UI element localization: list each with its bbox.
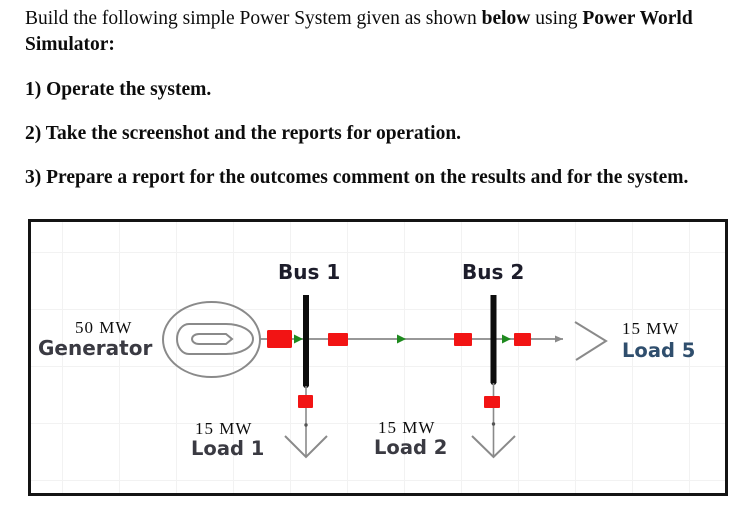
flow-arrow-load5: [502, 334, 511, 344]
oneline-schematic: [162, 295, 608, 459]
diagram-border: [28, 219, 728, 496]
breaker-load2: [484, 396, 500, 408]
instruction-item-1: 1) Operate the system.: [25, 79, 212, 100]
breaker-load5: [514, 333, 531, 346]
intro-paragraph: Build the following simple Power System …: [25, 6, 693, 58]
bus1-bottom-node: [303, 382, 309, 388]
load5-arrow: [574, 321, 608, 361]
flow-arrow-line: [397, 334, 406, 344]
intro-bold-simulator: Simulator:: [25, 34, 115, 55]
load1-flow-dot: [304, 423, 308, 427]
intro-seg3: using: [530, 8, 583, 29]
breaker-line-bus1: [328, 333, 348, 346]
load5-name-label: Load 5: [622, 339, 696, 362]
load1-rating-label: 15 MW: [195, 419, 253, 438]
load2-rating-label: 15 MW: [378, 418, 436, 437]
bus2-bottom-node: [490, 379, 497, 385]
load2-flow-dot: [491, 422, 496, 426]
generator-rating-label: 50 MW: [75, 318, 133, 337]
power-system-diagram: Bus 1 Bus 2 50 MW Generator 15 MW Load 1…: [28, 219, 728, 496]
bus2-bar: [490, 295, 497, 383]
flow-arrow-gen: [294, 334, 303, 344]
generator-circle: [162, 301, 261, 378]
generator-rotor-outline: [176, 323, 254, 355]
load1-arrow: [284, 435, 328, 459]
generator-name-label: Generator: [38, 336, 153, 360]
intro-seg1: Build the following simple Power System …: [25, 8, 482, 29]
generator-rotor-inner: [191, 333, 234, 345]
bus2-label: Bus 2: [462, 260, 525, 284]
breaker-load1: [298, 395, 313, 408]
intro-bold-below: below: [481, 8, 531, 29]
breaker-generator: [267, 330, 292, 348]
load1-name-label: Load 1: [191, 437, 265, 460]
intro-bold-powerworld: Power World: [582, 8, 693, 29]
instruction-item-3: 3) Prepare a report for the outcomes com…: [25, 167, 689, 188]
instruction-item-2: 2) Take the screenshot and the reports f…: [25, 123, 462, 144]
load2-arrow: [471, 435, 516, 459]
bus1-bar: [303, 295, 309, 386]
bus1-label: Bus 1: [278, 260, 341, 284]
load2-name-label: Load 2: [374, 436, 448, 459]
breaker-line-bus2: [454, 333, 472, 346]
load5-line-arrowhead: [555, 335, 563, 343]
load5-rating-label: 15 MW: [622, 319, 680, 338]
